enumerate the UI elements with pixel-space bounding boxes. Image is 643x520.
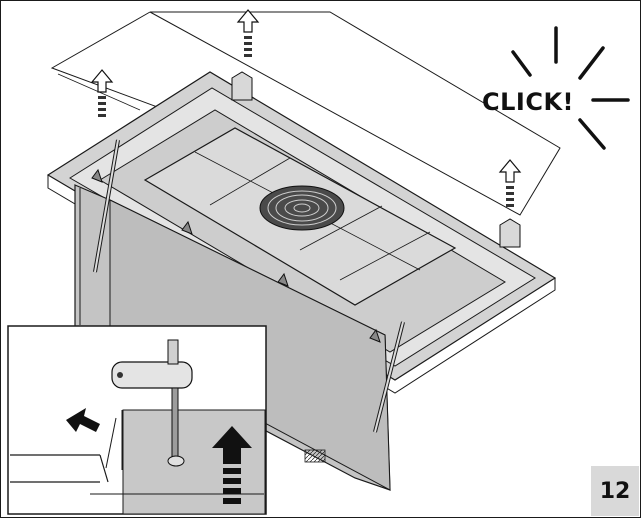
gas-struts	[91, 71, 521, 433]
up-arrow-icon	[90, 69, 114, 117]
fan-grille-icon	[259, 185, 345, 231]
filter-panel	[143, 127, 457, 306]
up-arrow-icon	[236, 9, 260, 57]
step-number-badge: 12	[591, 466, 639, 516]
up-arrow-icon	[498, 159, 522, 207]
up-arrow-icon	[212, 426, 252, 504]
click-burst-icon	[511, 26, 630, 150]
detail-inset	[7, 325, 267, 515]
click-callout-text: CLICK!	[482, 88, 574, 116]
right-arrow-icon	[66, 408, 100, 432]
